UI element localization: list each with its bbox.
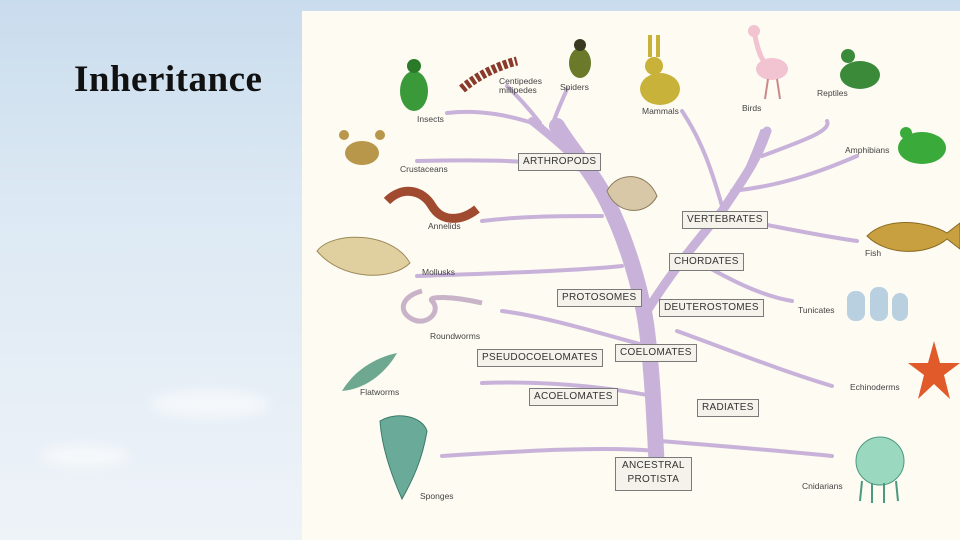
phylogenetic-tree-panel: ARTHROPODS VERTEBRATES CHORDATES PROTOSO… [302,11,960,540]
branch-mammals [680,109,724,208]
branch-echinoderms [675,329,834,388]
label-spiders: Spiders [560,82,589,92]
branch-centipedes [505,84,542,125]
rabbit-icon [640,35,680,105]
branch-annelids [480,214,604,223]
insect-icon [400,59,428,111]
clam-icon [316,236,411,276]
group-ancestral-protista: ANCESTRAL PROTISTA [615,457,692,491]
label-birds: Birds [742,103,762,113]
fish-icon [866,222,960,252]
branch-flatworms [480,380,654,398]
label-reptiles: Reptiles [817,88,848,98]
slide-title: Inheritance [74,59,263,100]
group-deuterostomes: DEUTEROSTOMES [659,299,764,317]
group-arthropods: ARTHROPODS [518,153,602,171]
spider-icon [569,39,591,78]
label-annelids: Annelids [428,221,461,231]
cloud [150,390,270,418]
branch-birds [740,129,764,183]
jellyfish-icon [855,436,905,503]
group-chordates: CHORDATES [669,253,744,271]
branch-amphibians [730,154,859,193]
earthworm-icon [383,187,480,223]
branch-roundworms [500,309,649,348]
group-coelomates: COELOMATES [615,344,697,362]
label-echinoderms: Echinoderms [850,382,900,392]
turtle-icon [840,49,880,89]
crab-icon [339,130,385,165]
label-tunicates: Tunicates [798,305,835,315]
group-radiates: RADIATES [697,399,759,417]
group-pseudocoelomates: PSEUDOCOELOMATES [477,349,603,367]
label-amphibians: Amphibians [845,145,890,155]
centipede-icon [459,56,519,93]
label-centipedes: Centipedes millipedes [499,76,543,95]
branch-spiders [550,87,569,128]
cloud [40,445,130,467]
sponge-icon [379,415,428,501]
frog-icon [898,127,946,164]
label-mollusks: Mollusks [422,267,456,277]
label-fish: Fish [865,248,882,258]
tunicate-icon [847,287,908,321]
branch-cnidarians [658,439,834,458]
branch-sponges [440,446,659,458]
branch-mollusks [415,264,624,278]
label-mammals: Mammals [642,106,679,116]
branch-insects [445,109,544,128]
flatworm-icon [342,353,397,391]
starfish-icon [908,341,960,399]
label-crustaceans: Crustaceans [400,164,448,174]
roundworm-icon [400,288,483,324]
label-insects: Insects [417,114,444,124]
group-protostomes: PROTOSOMES [557,289,642,307]
group-vertebrates: VERTEBRATES [682,211,768,229]
label-sponges: Sponges [420,491,454,501]
label-cnidarians: Cnidarians [802,481,843,491]
label-roundworms: Roundworms [430,331,481,341]
shell-icon [606,176,658,211]
group-acoelomates: ACOELOMATES [529,388,618,406]
bird-icon [748,25,788,100]
label-flatworms: Flatworms [360,387,400,397]
branch-reptiles [760,119,830,158]
